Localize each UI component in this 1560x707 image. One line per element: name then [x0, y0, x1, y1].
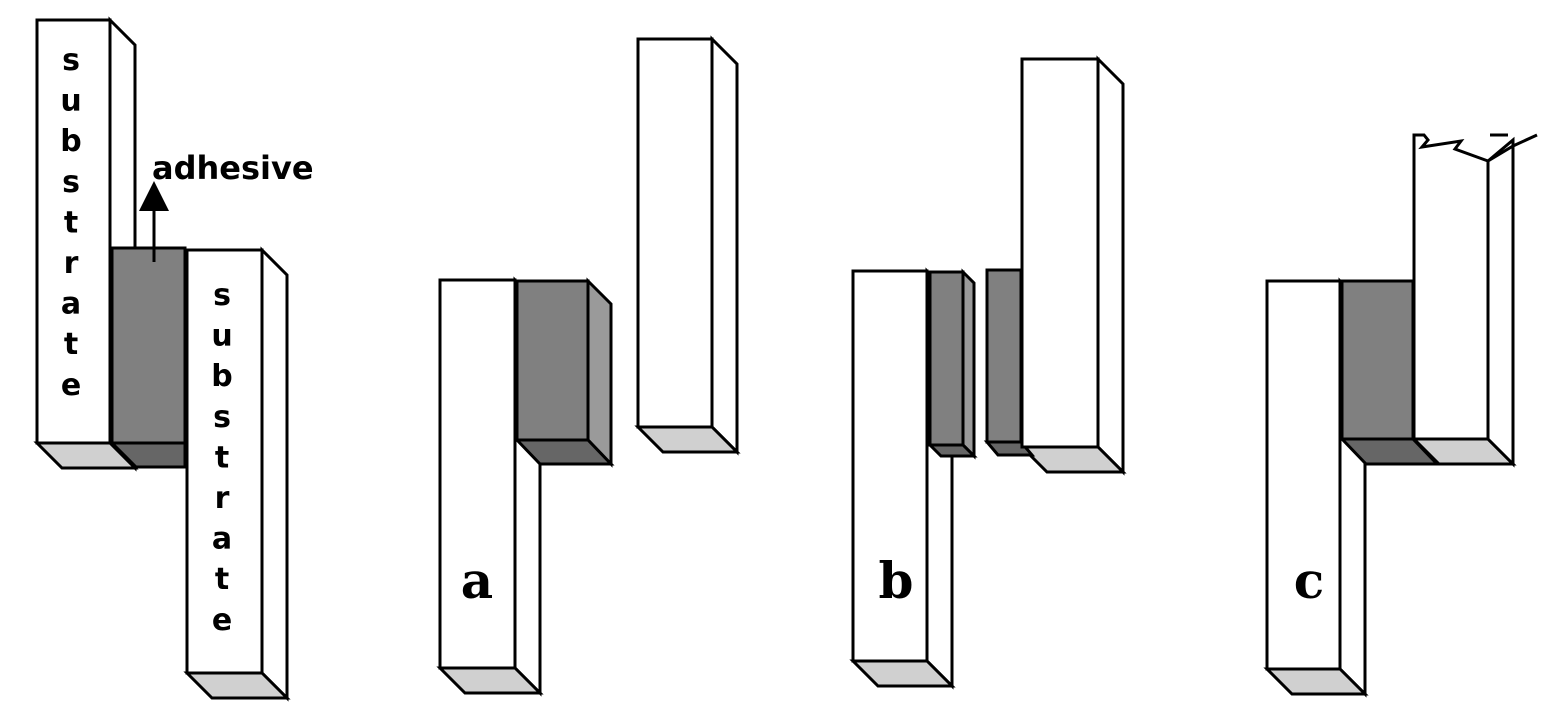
panel-b: b: [849, 55, 1127, 690]
substrate-lower: [183, 246, 291, 702]
panel-a: a: [436, 35, 741, 697]
adhesive-label: adhesive: [152, 149, 314, 187]
panel-c-label: c: [1294, 551, 1324, 610]
panel-c: c: [1263, 133, 1538, 698]
panel-b-label: b: [879, 551, 914, 610]
adhesive-layer: [108, 246, 187, 469]
panel-a-label: a: [461, 551, 493, 610]
